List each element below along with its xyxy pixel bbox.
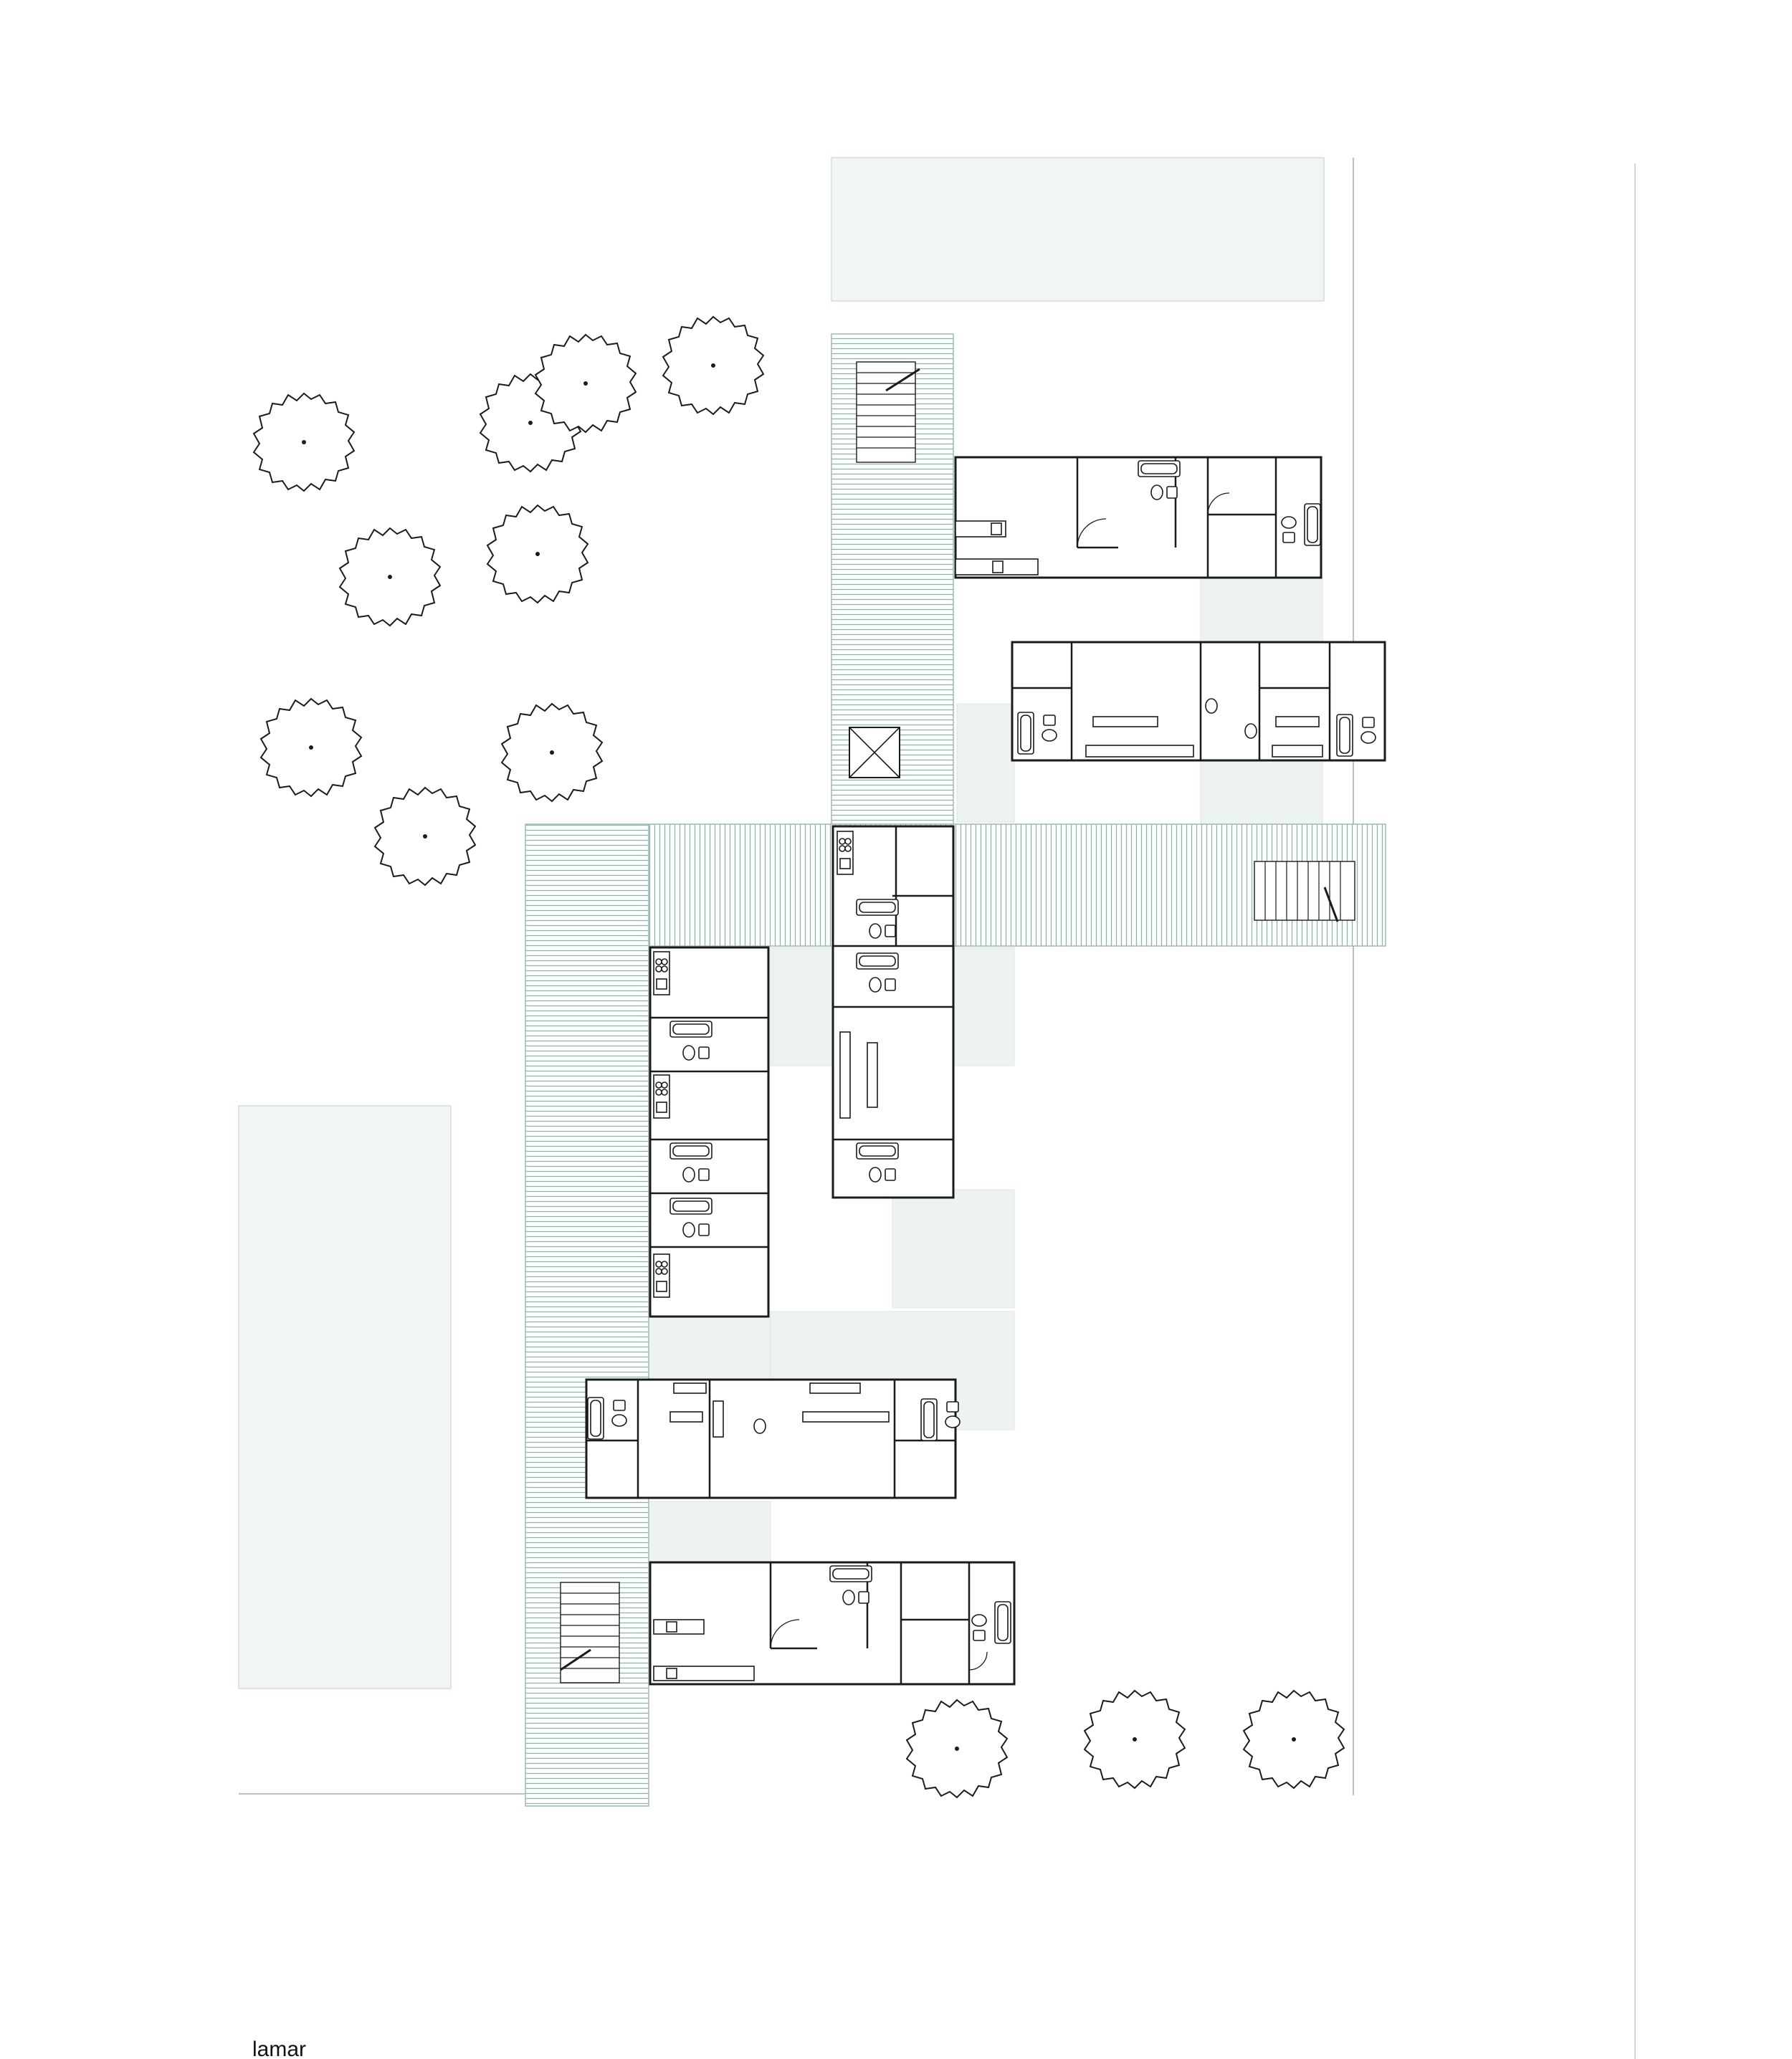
stair-southwest bbox=[560, 1582, 620, 1683]
unit-block-f bbox=[649, 1561, 1016, 1686]
north-parking-lot bbox=[831, 157, 1325, 302]
stair-east bbox=[1254, 861, 1355, 922]
unit-block-b bbox=[1011, 641, 1386, 762]
stair-north bbox=[856, 361, 920, 463]
unit-block-d bbox=[649, 946, 770, 1318]
unit-block-e bbox=[585, 1378, 961, 1499]
unit-block-c bbox=[831, 825, 955, 1199]
street-name-label: lamar bbox=[252, 2037, 307, 2059]
unit-block-a bbox=[954, 456, 1322, 579]
elevator-shaft-icon bbox=[849, 727, 900, 778]
west-parking-lot bbox=[238, 1105, 452, 1689]
